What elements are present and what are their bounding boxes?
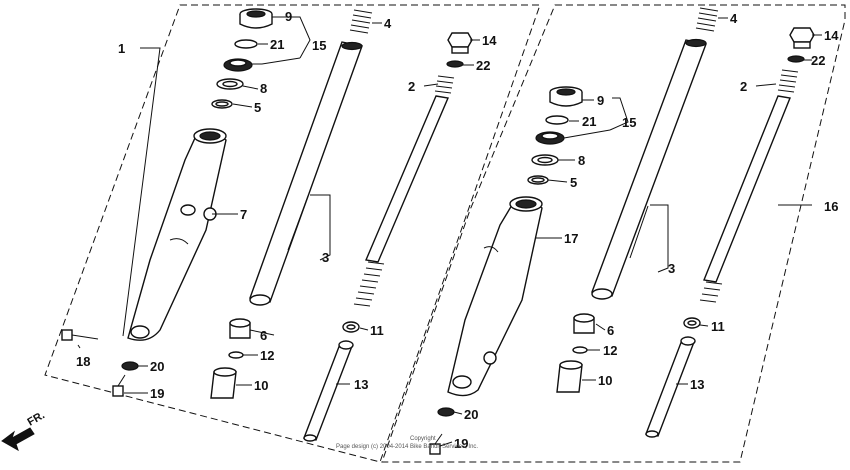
left-panel-border <box>44 4 541 463</box>
oil-seal-left[interactable] <box>223 58 253 72</box>
o-ring-right[interactable] <box>787 55 805 63</box>
slide-bushing-right[interactable] <box>527 175 549 185</box>
slide-bushing-left[interactable] <box>211 99 233 109</box>
callout-right-21: 21 <box>582 114 596 129</box>
piston-ring-right[interactable] <box>683 317 701 329</box>
spring-upper-left[interactable] <box>349 9 373 34</box>
drain-bolt-left[interactable] <box>112 374 126 397</box>
callout-right-17: 17 <box>564 231 578 246</box>
callout-left-9: 9 <box>285 9 292 24</box>
back-up-ring-left[interactable] <box>216 78 244 90</box>
callout-left-22: 22 <box>476 58 490 73</box>
left-leader-lines <box>77 16 480 394</box>
callout-left-13: 13 <box>354 377 368 392</box>
fork-slider-left[interactable] <box>127 128 227 341</box>
callout-right-20: 20 <box>464 407 478 422</box>
clip-right[interactable] <box>545 115 569 125</box>
copyright-line-2: Page design (c) 2004-2014 Bike Bandit Se… <box>336 444 478 450</box>
front-direction-label: FR. <box>26 409 47 428</box>
callout-left-3: 3 <box>322 250 329 265</box>
damper-rod-left[interactable] <box>303 340 354 442</box>
callout-left-2: 2 <box>408 79 415 94</box>
oil-lock-piece-left[interactable] <box>210 367 237 399</box>
right-panel-border <box>381 4 846 463</box>
callout-left-5: 5 <box>254 100 261 115</box>
callout-right-22: 22 <box>811 53 825 68</box>
spring-upper-right[interactable] <box>695 7 719 32</box>
sealing-washer-left[interactable] <box>121 361 139 371</box>
right-leader-lines <box>439 17 822 447</box>
callout-right-5: 5 <box>570 175 577 190</box>
callout-left-14: 14 <box>482 33 497 48</box>
callout-left-19: 19 <box>150 386 164 401</box>
fork-pipe-left[interactable] <box>249 41 363 306</box>
callout-right-9: 9 <box>597 93 604 108</box>
socket-bolt-left[interactable] <box>61 329 99 341</box>
spring-right[interactable] <box>699 69 799 303</box>
spring-seat-right[interactable] <box>572 346 588 354</box>
callout-right-12: 12 <box>603 343 617 358</box>
slide-bushing-lower-left[interactable] <box>229 318 251 339</box>
piston-ring-left[interactable] <box>342 321 360 333</box>
callout-right-14: 14 <box>824 28 839 43</box>
back-up-ring-right[interactable] <box>531 154 559 166</box>
callout-right-4: 4 <box>730 11 738 26</box>
oil-lock-piece-right[interactable] <box>556 360 583 393</box>
callout-left-1: 1 <box>118 41 125 56</box>
callout-right-13: 13 <box>690 377 704 392</box>
callout-left-11: 11 <box>370 323 384 338</box>
fork-slider-right[interactable] <box>447 196 543 397</box>
callout-right-15: 15 <box>622 115 636 130</box>
callout-left-6: 6 <box>260 328 267 343</box>
callout-right-11: 11 <box>711 319 725 334</box>
callout-right-19: 19 <box>454 436 468 451</box>
fork-pipe-right[interactable] <box>591 38 707 300</box>
oil-seal-cap-right[interactable] <box>549 86 583 107</box>
oil-seal-cap-left[interactable] <box>239 8 273 29</box>
callout-left-10: 10 <box>254 378 268 393</box>
callout-right-16: 16 <box>824 199 838 214</box>
front-direction-arrow: FR. <box>1 409 47 452</box>
slide-bushing-lower-right[interactable] <box>573 313 595 334</box>
callout-left-8: 8 <box>260 81 267 96</box>
spring-left[interactable] <box>353 75 455 307</box>
callout-left-18: 18 <box>76 354 90 369</box>
damper-rod-right[interactable] <box>645 336 696 438</box>
spring-seat-left[interactable] <box>228 351 244 359</box>
callout-right-3: 3 <box>668 261 675 276</box>
copyright-line-1: Copyright <box>410 436 436 442</box>
callout-left-12: 12 <box>260 348 274 363</box>
callout-left-15: 15 <box>312 38 326 53</box>
oil-seal-right[interactable] <box>535 131 565 145</box>
callout-right-8: 8 <box>578 153 585 168</box>
callout-left-7: 7 <box>240 207 247 222</box>
sealing-washer-right[interactable] <box>437 407 455 417</box>
fork-bolt-left[interactable] <box>447 32 473 54</box>
callout-right-2: 2 <box>740 79 747 94</box>
clip-left[interactable] <box>234 39 258 49</box>
callout-left-21: 21 <box>270 37 284 52</box>
callout-right-6: 6 <box>607 323 614 338</box>
callout-left-20: 20 <box>150 359 164 374</box>
callout-right-10: 10 <box>598 373 612 388</box>
callout-left-4: 4 <box>384 16 392 31</box>
drain-bolt-right[interactable] <box>429 433 443 455</box>
o-ring-left[interactable] <box>446 60 464 68</box>
fork-bolt-right[interactable] <box>789 27 815 49</box>
